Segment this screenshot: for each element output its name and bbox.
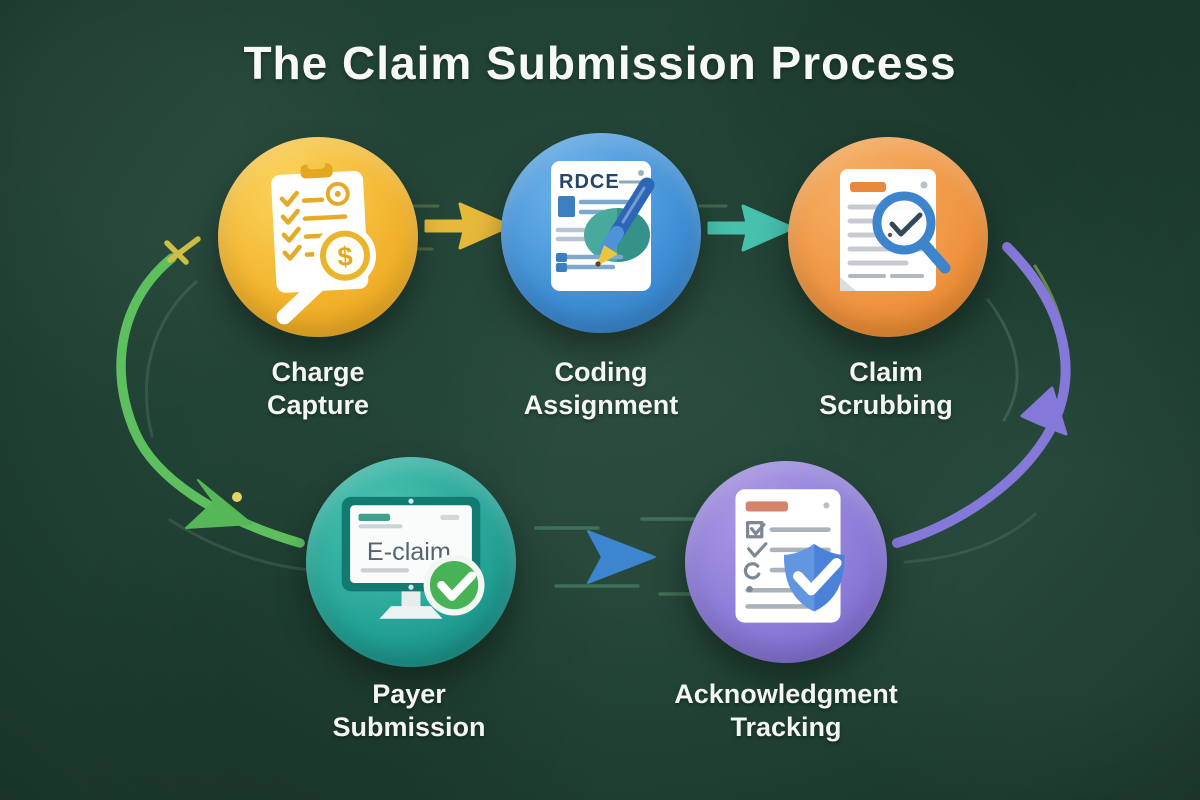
payer-submission-label: Payer Submission: [332, 679, 486, 742]
arrow-charge-to-coding: [406, 202, 512, 251]
claim-scrubbing-circle: [788, 137, 988, 337]
monitor-checkmark-icon: E-claim: [341, 496, 485, 619]
page-title: The Claim Submission Process: [243, 37, 957, 89]
charge-capture-circle: $: [218, 137, 418, 337]
acknowledgment-tracking-label: Acknowledgment Tracking: [674, 679, 898, 742]
claim-scrubbing-label: Claim Scrubbing: [819, 357, 953, 420]
code-text: RDCE: [559, 171, 620, 193]
coding-assignment-circle: RDCE: [501, 133, 701, 333]
charge-capture-label: Charge Capture: [266, 357, 369, 420]
arrow-coding-to-scrubbing: [698, 204, 795, 252]
code-document-pencil-icon: RDCE: [551, 161, 655, 291]
coding-assignment-label: Coding Assignment: [523, 357, 679, 420]
document-shield-check-icon: [735, 489, 845, 623]
clipboard-checklist-dollar-magnifier-icon: $: [271, 160, 377, 325]
arrow-payer-to-acknowledgment: [523, 517, 708, 596]
arc-left-dot: [232, 492, 242, 502]
acknowledgment-tracking-circle: [685, 461, 887, 663]
dollar-sign-text: $: [337, 241, 354, 272]
payer-submission-circle: E-claim: [306, 457, 516, 667]
arc-left-yellow-tip: [164, 236, 201, 265]
document-magnifier-check-icon: [840, 169, 951, 291]
